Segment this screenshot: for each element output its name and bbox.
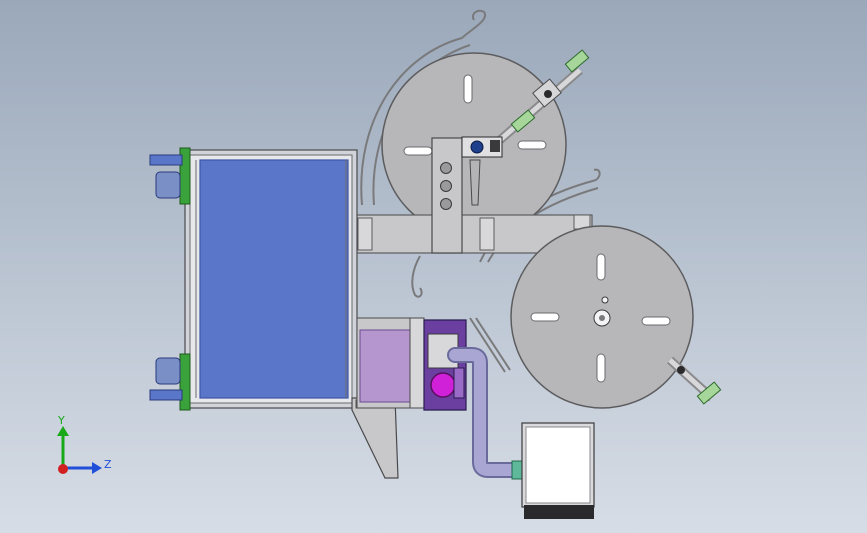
vertical-bracket [431, 137, 481, 254]
caster-upper [149, 147, 191, 205]
pipe-assembly [447, 347, 526, 478]
caster-lower [149, 353, 191, 411]
coordinate-triad: Y Z [57, 414, 112, 474]
motor-unit [423, 319, 467, 411]
control-box [521, 422, 595, 519]
lower-reel [510, 225, 694, 409]
purple-panel [356, 317, 425, 409]
sensor-block-upper [461, 136, 503, 158]
hook-left-lower [411, 255, 423, 298]
discharge-plate [351, 397, 399, 479]
origin-dot [58, 464, 68, 474]
y-axis-label: Y [57, 414, 65, 427]
z-axis-label: Z [104, 458, 112, 471]
main-frame [184, 149, 358, 409]
tensioner-arm-upper [497, 49, 590, 144]
hook-right-lower [469, 317, 511, 373]
tensioner-arm-lower [666, 356, 722, 405]
